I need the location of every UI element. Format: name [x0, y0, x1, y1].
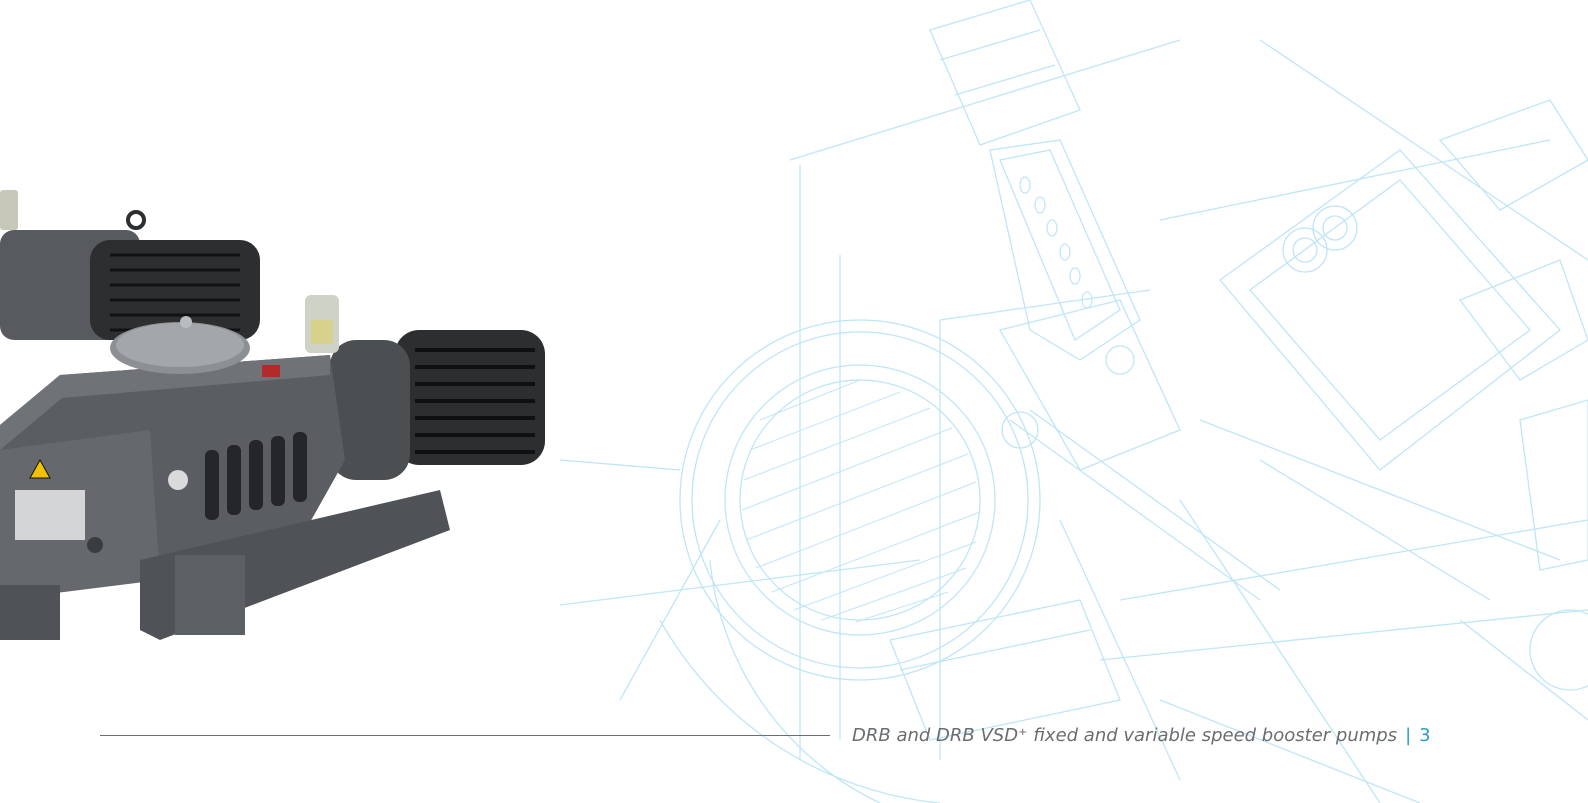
footer-divider-line	[100, 735, 830, 736]
footer-document-title: DRB and DRB VSD⁺ fixed and variable spee…	[852, 725, 1398, 746]
page-footer: DRB and DRB VSD⁺ fixed and variable spee…	[852, 721, 1588, 751]
rear-pump	[0, 190, 260, 340]
front-pump	[0, 295, 545, 640]
page-number: 3	[1419, 725, 1431, 746]
booster-pumps-photo	[0, 190, 545, 640]
technical-blueprint-drawing	[560, 0, 1588, 803]
footer-separator: |	[1405, 725, 1412, 746]
